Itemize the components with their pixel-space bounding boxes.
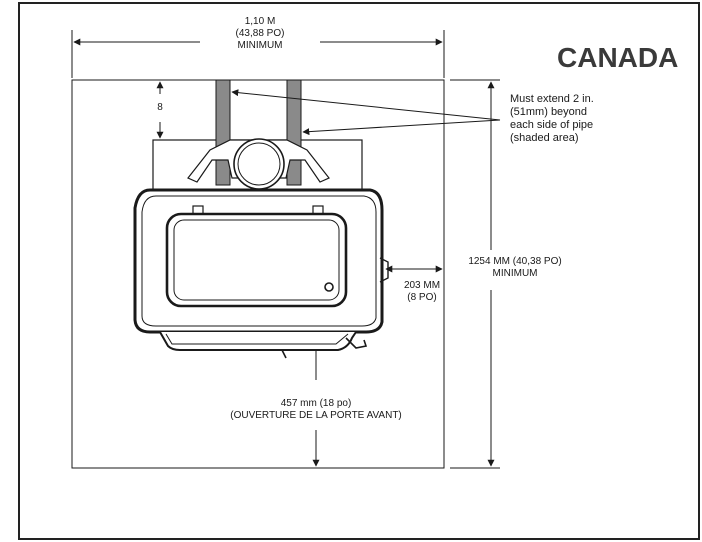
note-leader-left-pipe [231, 89, 501, 121]
front-clearance-value: 457 mm (18 po) [280, 398, 352, 409]
stove-top-door [165, 212, 348, 308]
front-handle-left [281, 349, 287, 359]
front-clearance-label: 457 mm (18 po) (OUVERTURE DE LA PORTE AV… [216, 398, 416, 422]
width-label: 1,10 M (43,88 PO) MINIMUM [200, 16, 320, 52]
door-knob [324, 282, 334, 292]
note-line-2: (51mm) beyond [510, 106, 588, 118]
stove-top-door-inner [173, 219, 340, 301]
flue-collar [233, 138, 285, 190]
width-label-imperial: (43,88 PO) [235, 28, 285, 39]
flue-collar-inner [237, 142, 281, 186]
side-clearance-label: 203 MM (8 PO) [392, 280, 452, 304]
floor-protector-outline [71, 79, 445, 469]
note-line-1: Must extend 2 in. [510, 93, 594, 105]
height-label-minimum: MINIMUM [492, 268, 538, 279]
note-line-3: each side of pipe [510, 119, 594, 131]
note-line-4: (shaded area) [510, 132, 579, 144]
front-ash-tray [159, 331, 357, 351]
width-label-minimum: MINIMUM [237, 40, 283, 51]
front-clearance-desc: (OUVERTURE DE LA PORTE AVANT) [230, 410, 402, 421]
side-clearance-imperial: (8 PO) [407, 292, 437, 303]
height-label-value: 1254 MM (40,38 PO) [468, 256, 562, 267]
front-handle-right [345, 337, 368, 349]
region-title: CANADA [557, 42, 679, 73]
height-label: 1254 MM (40,38 PO) MINIMUM [448, 256, 582, 280]
diagram-frame [18, 2, 700, 540]
width-label-value: 1,10 M [244, 16, 276, 27]
pipe-extension-note: Must extend 2 in. (51mm) beyond each sid… [510, 93, 650, 145]
front-ash-tray-inner [165, 333, 349, 345]
note-leader-right-pipe [302, 119, 501, 136]
pipe-right [286, 79, 302, 186]
pipe-left [215, 79, 231, 186]
side-control [379, 257, 389, 283]
side-clearance-metric: 203 MM [403, 280, 441, 291]
stove-body-inner [141, 195, 377, 327]
top-offset-label: 8 [157, 102, 163, 113]
